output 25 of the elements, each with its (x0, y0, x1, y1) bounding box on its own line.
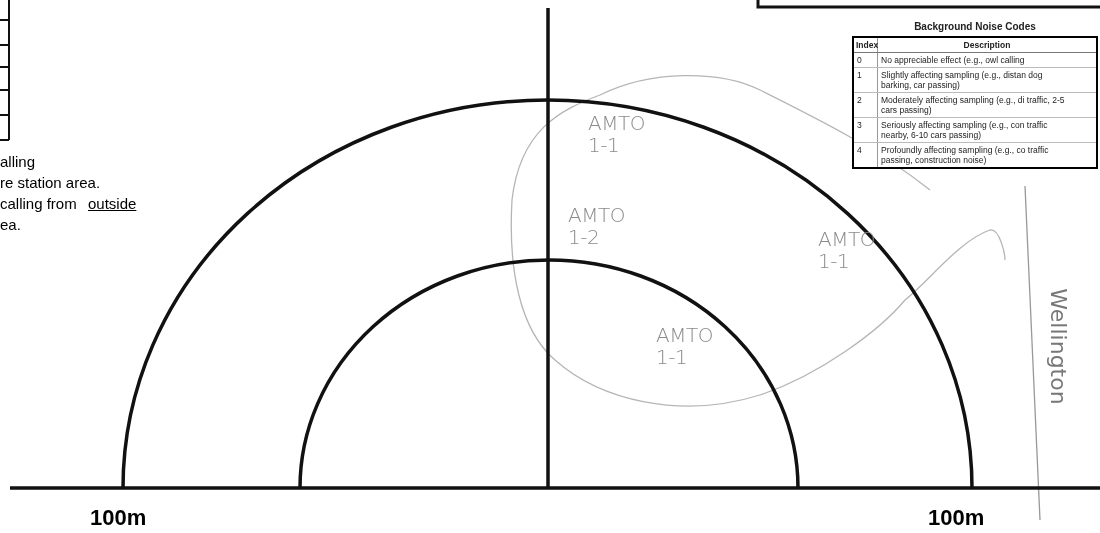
handwritten-label: AMTO 1-2 (568, 204, 626, 248)
note-text: alling (0, 154, 36, 169)
table-title: Background Noise Codes (913, 22, 1037, 32)
handwritten-label: AMTO 1-1 (588, 112, 646, 156)
table-cell-text: Moderately affecting sampling (e.g., di traffic, 2-5 cars passing) (880, 94, 1066, 117)
note-text: re station area. (0, 175, 101, 190)
note-text: outside (88, 196, 137, 211)
table-cell: 3 (854, 118, 878, 142)
table-cell-text: Profoundly affecting sampling (e.g., co traffic passing, construction noise) (880, 144, 1050, 167)
handwritten-label: AMTO 1-1 (656, 324, 714, 368)
table-cell: 4 (854, 143, 878, 167)
table-cell: 2 (854, 93, 878, 117)
table-cell: 1 (854, 68, 878, 92)
table-cell-text: Seriously affecting sampling (e.g., con traffic nearby, 6-10 cars passing) (880, 119, 1049, 142)
column-header: Description (962, 39, 1012, 52)
note-text: ea. (0, 217, 21, 232)
distance-label: 100m (928, 507, 985, 529)
table-cell: 0 (854, 53, 878, 67)
handwritten-label: AMTO 1-1 (818, 228, 876, 272)
table-cell-text: Slightly affecting sampling (e.g., distan dog barking, car passing) (880, 69, 1044, 92)
note-text: calling from (0, 196, 77, 211)
handwritten-street-name: Wellington (1044, 288, 1072, 405)
distance-label: 100m (90, 507, 147, 529)
table-cell-text: No appreciable effect (e.g., owl calling (880, 54, 1026, 67)
column-header: Index (854, 38, 878, 52)
